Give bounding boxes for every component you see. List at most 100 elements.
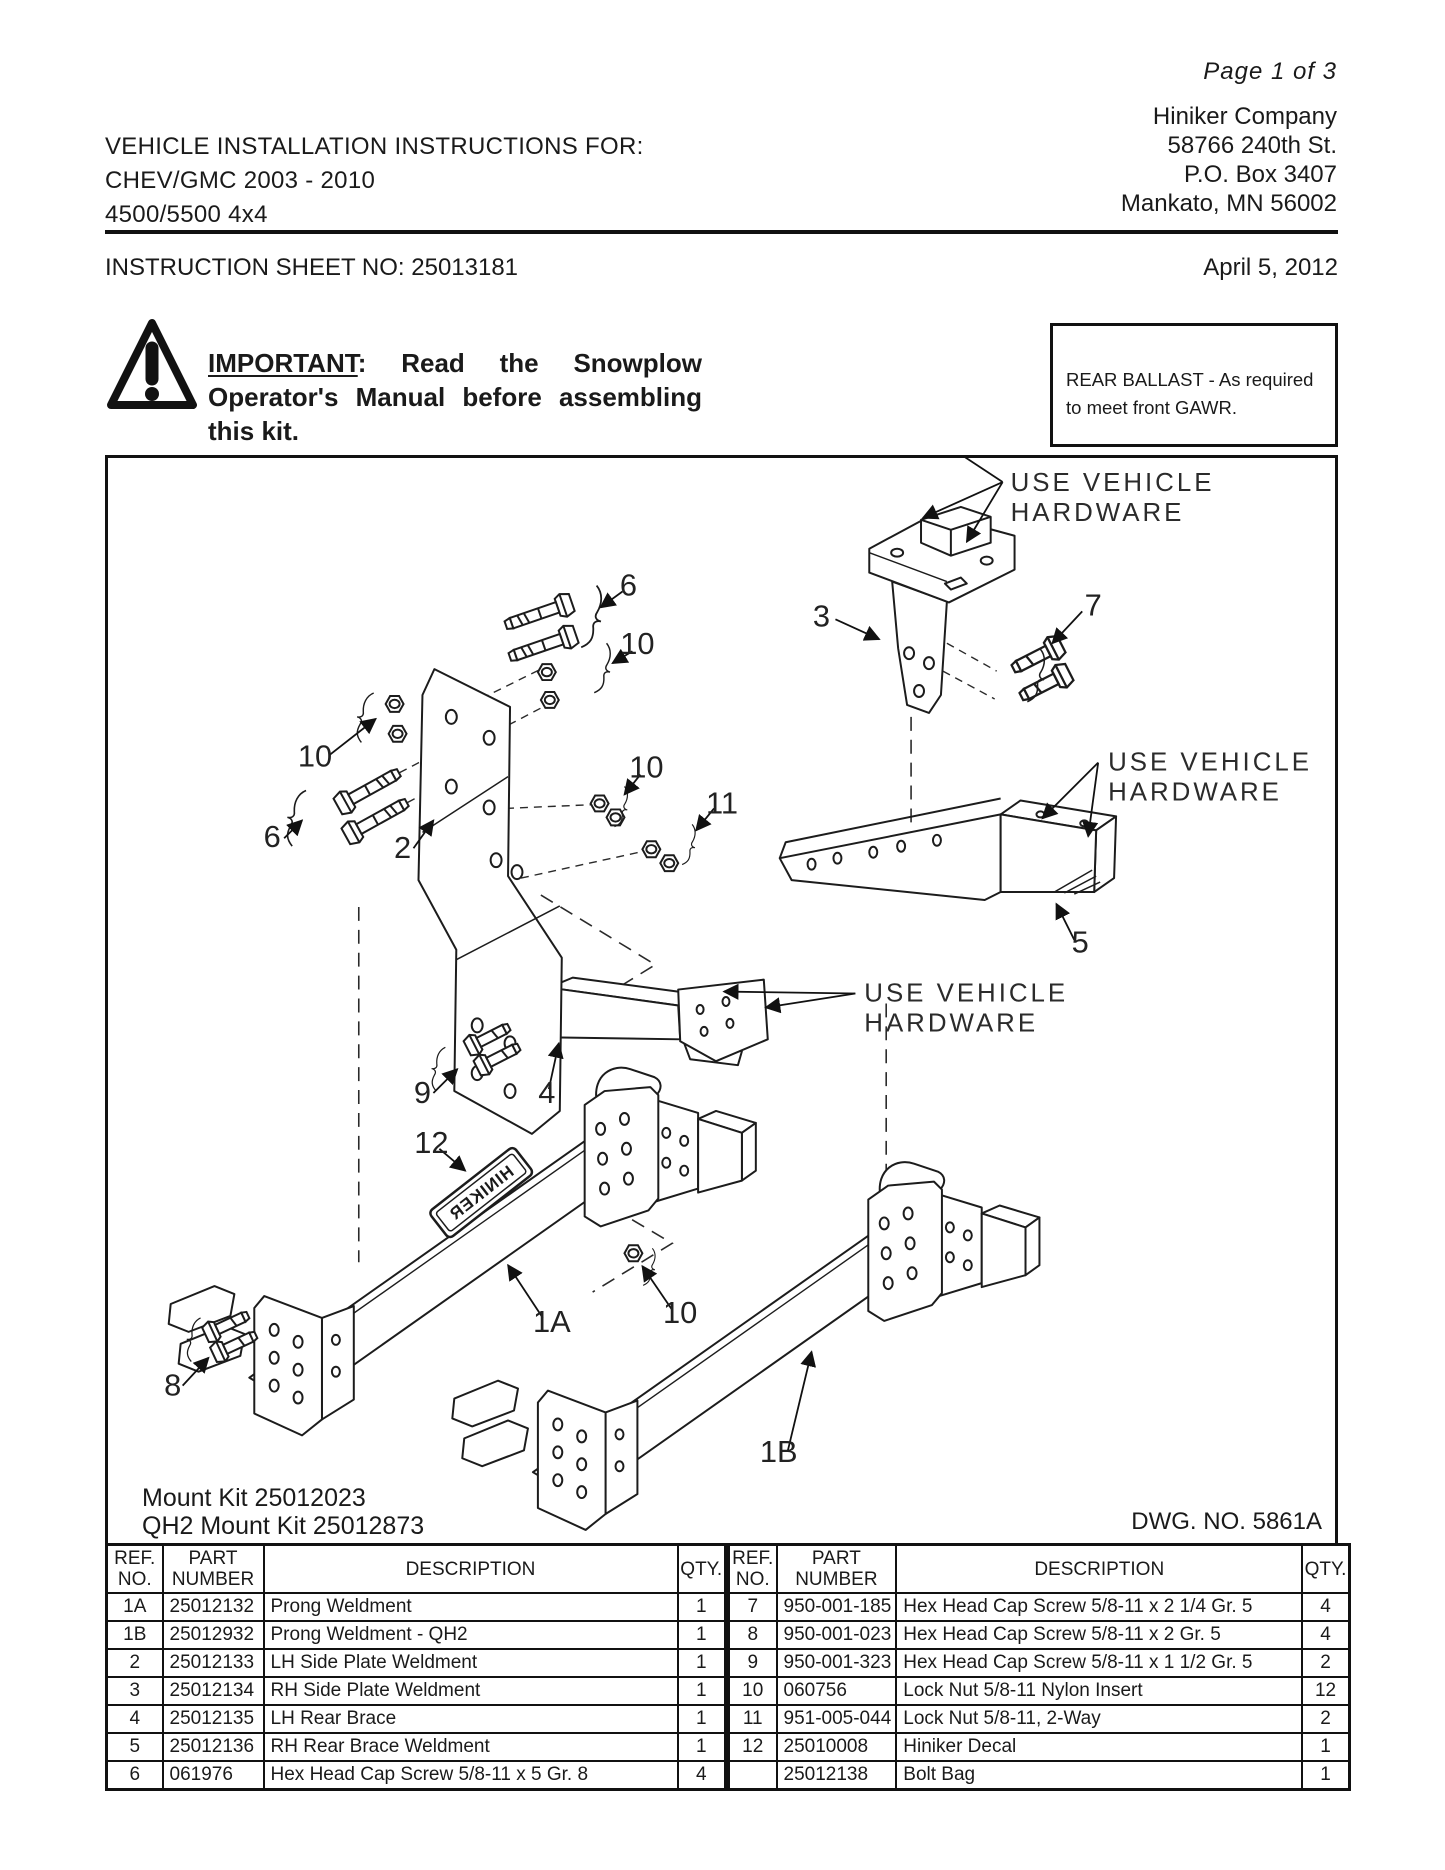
title-line-1: VEHICLE INSTALLATION INSTRUCTIONS FOR: (105, 133, 644, 160)
company-po-box: P.O. Box 3407 (1184, 161, 1337, 188)
drawing-number: DWG. NO. 5861A (1131, 1508, 1322, 1535)
th-desc: DESCRIPTION (262, 1543, 679, 1594)
callout-1b: 1B (760, 1434, 798, 1469)
title-line-3: 4500/5500 4x4 (105, 201, 268, 228)
td-ref: 1A (105, 1592, 164, 1622)
td-part: 951-005-044 (775, 1704, 898, 1734)
td-desc: RH Side Plate Weldment (262, 1676, 679, 1706)
uvh-top-line1: USE VEHICLE (1011, 469, 1215, 497)
callout-10-mid: 10 (629, 750, 663, 785)
td-part: 061976 (161, 1760, 265, 1791)
sheet-info-line: INSTRUCTION SHEET NO: 25013181 April 5, … (105, 254, 1338, 282)
important-label: IMPORTANT (208, 348, 358, 378)
important-notice: IMPORTANT: Read the Snowplow Operator's … (208, 346, 702, 448)
td-desc: LH Side Plate Weldment (262, 1648, 679, 1678)
td-ref: 3 (105, 1676, 164, 1706)
th-qty: QTY. (1301, 1543, 1351, 1594)
td-ref: 5 (105, 1732, 164, 1762)
header-divider (105, 230, 1338, 234)
td-ref: 6 (105, 1760, 164, 1791)
td-ref: 10 (727, 1676, 778, 1706)
td-desc: Prong Weldment (262, 1592, 679, 1622)
td-desc: Hex Head Cap Screw 5/8-11 x 2 1/4 Gr. 5 (895, 1592, 1304, 1622)
td-part: 25012136 (161, 1732, 265, 1762)
instruction-sheet-number: INSTRUCTION SHEET NO: 25013181 (105, 254, 519, 281)
td-qty: 2 (1301, 1704, 1351, 1734)
uvh-center-line1: USE VEHICLE (864, 979, 1068, 1007)
uvh-top-line2: HARDWARE (1011, 499, 1185, 527)
td-desc: RH Rear Brace Weldment (262, 1732, 679, 1762)
mount-kit-numbers: Mount Kit 25012023 QH2 Mount Kit 2501287… (142, 1484, 424, 1540)
td-ref: 1B (105, 1620, 164, 1650)
td-part: 950-001-323 (775, 1648, 898, 1678)
th-ref: REF.NO. (105, 1543, 164, 1594)
td-ref: 11 (727, 1704, 778, 1734)
th-qty: QTY. (676, 1543, 727, 1594)
company-name: Hiniker Company (1152, 103, 1337, 130)
callout-8: 8 (164, 1368, 181, 1403)
td-part: 25012134 (161, 1676, 265, 1706)
rear-ballast-text: REAR BALLAST - As required to meet front… (1066, 369, 1314, 418)
td-part: 25012138 (775, 1760, 898, 1791)
uvh-right-line2: HARDWARE (1108, 778, 1282, 806)
td-desc: Prong Weldment - QH2 (262, 1620, 679, 1650)
td-qty: 1 (676, 1620, 727, 1650)
use-vehicle-hardware-label-right: USE VEHICLE HARDWARE (1108, 749, 1309, 807)
td-qty: 12 (1301, 1676, 1351, 1706)
part-12-hiniker-decal: HINIKER (429, 1146, 534, 1239)
td-qty: 1 (676, 1732, 727, 1762)
callout-2: 2 (394, 830, 411, 865)
callout-11: 11 (706, 785, 738, 820)
td-desc: Hex Head Cap Screw 5/8-11 x 1 1/2 Gr. 5 (895, 1648, 1304, 1678)
company-street: 58766 240th St. (1167, 132, 1337, 159)
mount-kit-line1: Mount Kit 25012023 (142, 1484, 366, 1512)
td-desc: Lock Nut 5/8-11, 2-Way (895, 1704, 1304, 1734)
callout-10-left: 10 (298, 739, 332, 774)
rear-ballast-note-box: REAR BALLAST - As required to meet front… (1050, 323, 1338, 447)
td-desc: Hex Head Cap Screw 5/8-11 x 5 Gr. 8 (262, 1760, 679, 1791)
callout-10-bottom: 10 (663, 1295, 697, 1330)
diagram-svg: HINIKER (164, 458, 1309, 1531)
callout-4: 4 (538, 1075, 555, 1110)
td-qty: 1 (676, 1592, 727, 1622)
td-part: 25012132 (161, 1592, 265, 1622)
td-ref (727, 1760, 778, 1791)
part-3-rh-side-plate (868, 505, 1016, 714)
callout-7: 7 (1085, 587, 1102, 622)
td-part: 25012135 (161, 1704, 265, 1734)
company-address-block: Hiniker Company 58766 240th St. P.O. Box… (1121, 102, 1337, 218)
callout-leader-lines (181, 458, 1100, 1452)
td-qty: 4 (1301, 1620, 1351, 1650)
td-qty: 1 (676, 1648, 727, 1678)
td-qty: 1 (1301, 1760, 1351, 1791)
td-qty: 4 (676, 1760, 727, 1791)
warning-triangle-icon (106, 316, 198, 419)
callout-6-left: 6 (264, 819, 281, 854)
td-desc: Bolt Bag (895, 1760, 1304, 1791)
callout-1a: 1A (533, 1304, 571, 1339)
td-part: 25012133 (161, 1648, 265, 1678)
th-ref: REF.NO. (727, 1543, 778, 1594)
mount-kit-line2: QH2 Mount Kit 25012873 (142, 1512, 425, 1540)
td-ref: 8 (727, 1620, 778, 1650)
td-ref: 2 (105, 1648, 164, 1678)
td-desc: Hiniker Decal (895, 1732, 1304, 1762)
company-city: Mankato, MN 56002 (1120, 190, 1337, 217)
callout-10-upper: 10 (620, 626, 654, 661)
uvh-center-line2: HARDWARE (864, 1009, 1038, 1037)
td-part: 25012932 (161, 1620, 265, 1650)
callout-5: 5 (1072, 925, 1089, 960)
td-qty: 4 (1301, 1592, 1351, 1622)
